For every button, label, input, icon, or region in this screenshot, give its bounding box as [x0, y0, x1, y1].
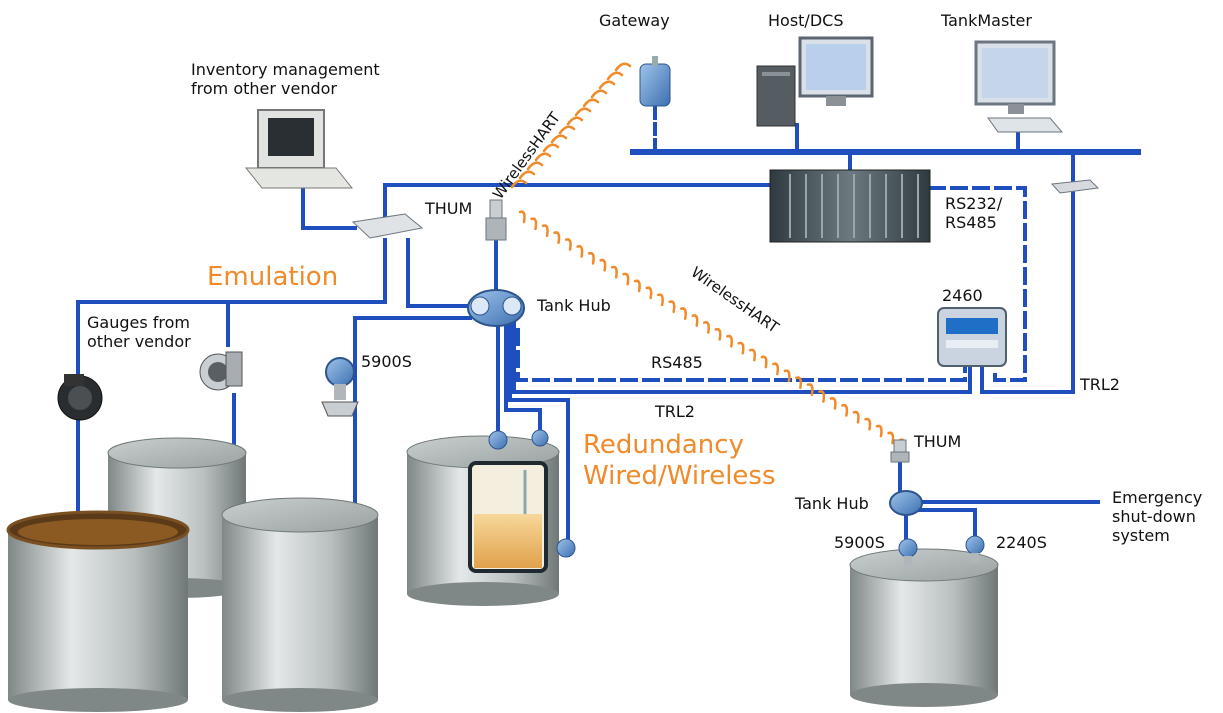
- 5900s-line: [353, 316, 472, 512]
- tank-hub-1: [467, 289, 525, 327]
- gauge-2240s: [965, 535, 985, 563]
- tank-hub-2: [889, 490, 923, 516]
- network-lines: [76, 106, 1141, 542]
- label-thum-1: THUM: [425, 199, 473, 218]
- label-gauges: Gauges from other vendor: [87, 313, 191, 352]
- hub-to-tank-b: [504, 320, 542, 434]
- modem-device: [1050, 179, 1100, 194]
- tankmaster-computer: [974, 40, 1064, 133]
- label-5900s-2: 5900S: [834, 533, 885, 552]
- label-inventory: Inventory management from other vendor: [191, 60, 380, 99]
- label-redundancy: Redundancy Wired/Wireless: [583, 430, 776, 492]
- wireless-waves-diagonal: [518, 210, 906, 452]
- label-rs485: RS485: [651, 353, 703, 372]
- rs485-line: [516, 328, 967, 382]
- label-emulation: Emulation: [207, 262, 339, 292]
- inventory-computer: [244, 109, 354, 189]
- label-thum-2: THUM: [914, 432, 962, 451]
- wireless-waves-top: [510, 62, 632, 189]
- label-2240s: 2240S: [996, 533, 1047, 552]
- switch-to-rack: [383, 183, 772, 220]
- tank-right: [849, 548, 999, 707]
- tank-front-left: [6, 510, 190, 712]
- hub2-to-2240: [916, 508, 977, 537]
- gauge-5900s-1: [321, 357, 359, 417]
- pc-to-switch: [301, 186, 357, 230]
- thum-device-2: [890, 439, 910, 463]
- label-trl2-right: TRL2: [1080, 375, 1120, 394]
- redundancy-tank-gauges: [488, 429, 576, 558]
- trl2-right-line: [980, 190, 1075, 394]
- label-trl2: TRL2: [655, 402, 695, 421]
- label-gateway: Gateway: [599, 11, 670, 30]
- label-tank-hub-1: Tank Hub: [537, 296, 611, 315]
- network-switch: [351, 213, 424, 239]
- thum-device-1: [485, 199, 507, 241]
- host-dcs-computer: [756, 36, 874, 127]
- rs232-line: [928, 186, 1027, 382]
- gateway-device: [639, 56, 671, 107]
- device-2460: [937, 307, 1007, 367]
- trl2-line: [512, 320, 972, 394]
- tank-middle: [221, 497, 379, 712]
- label-tankmaster: TankMaster: [941, 11, 1032, 30]
- label-emergency: Emergency shut-down system: [1112, 488, 1203, 546]
- label-tank-hub-2: Tank Hub: [795, 494, 869, 513]
- hub-to-tank-c: [508, 320, 570, 542]
- label-host-dcs: Host/DCS: [768, 11, 844, 30]
- tank-redundancy: [406, 435, 560, 606]
- label-5900s-1: 5900S: [361, 352, 412, 371]
- io-rack: [769, 169, 931, 243]
- label-2460: 2460: [942, 286, 983, 305]
- label-rs232: RS232/ RS485: [945, 194, 1003, 233]
- other-gauge-2: [199, 351, 243, 391]
- other-gauge-1: [57, 374, 103, 421]
- switch-to-hub: [406, 238, 472, 308]
- gauge-5900s-2: [898, 538, 918, 566]
